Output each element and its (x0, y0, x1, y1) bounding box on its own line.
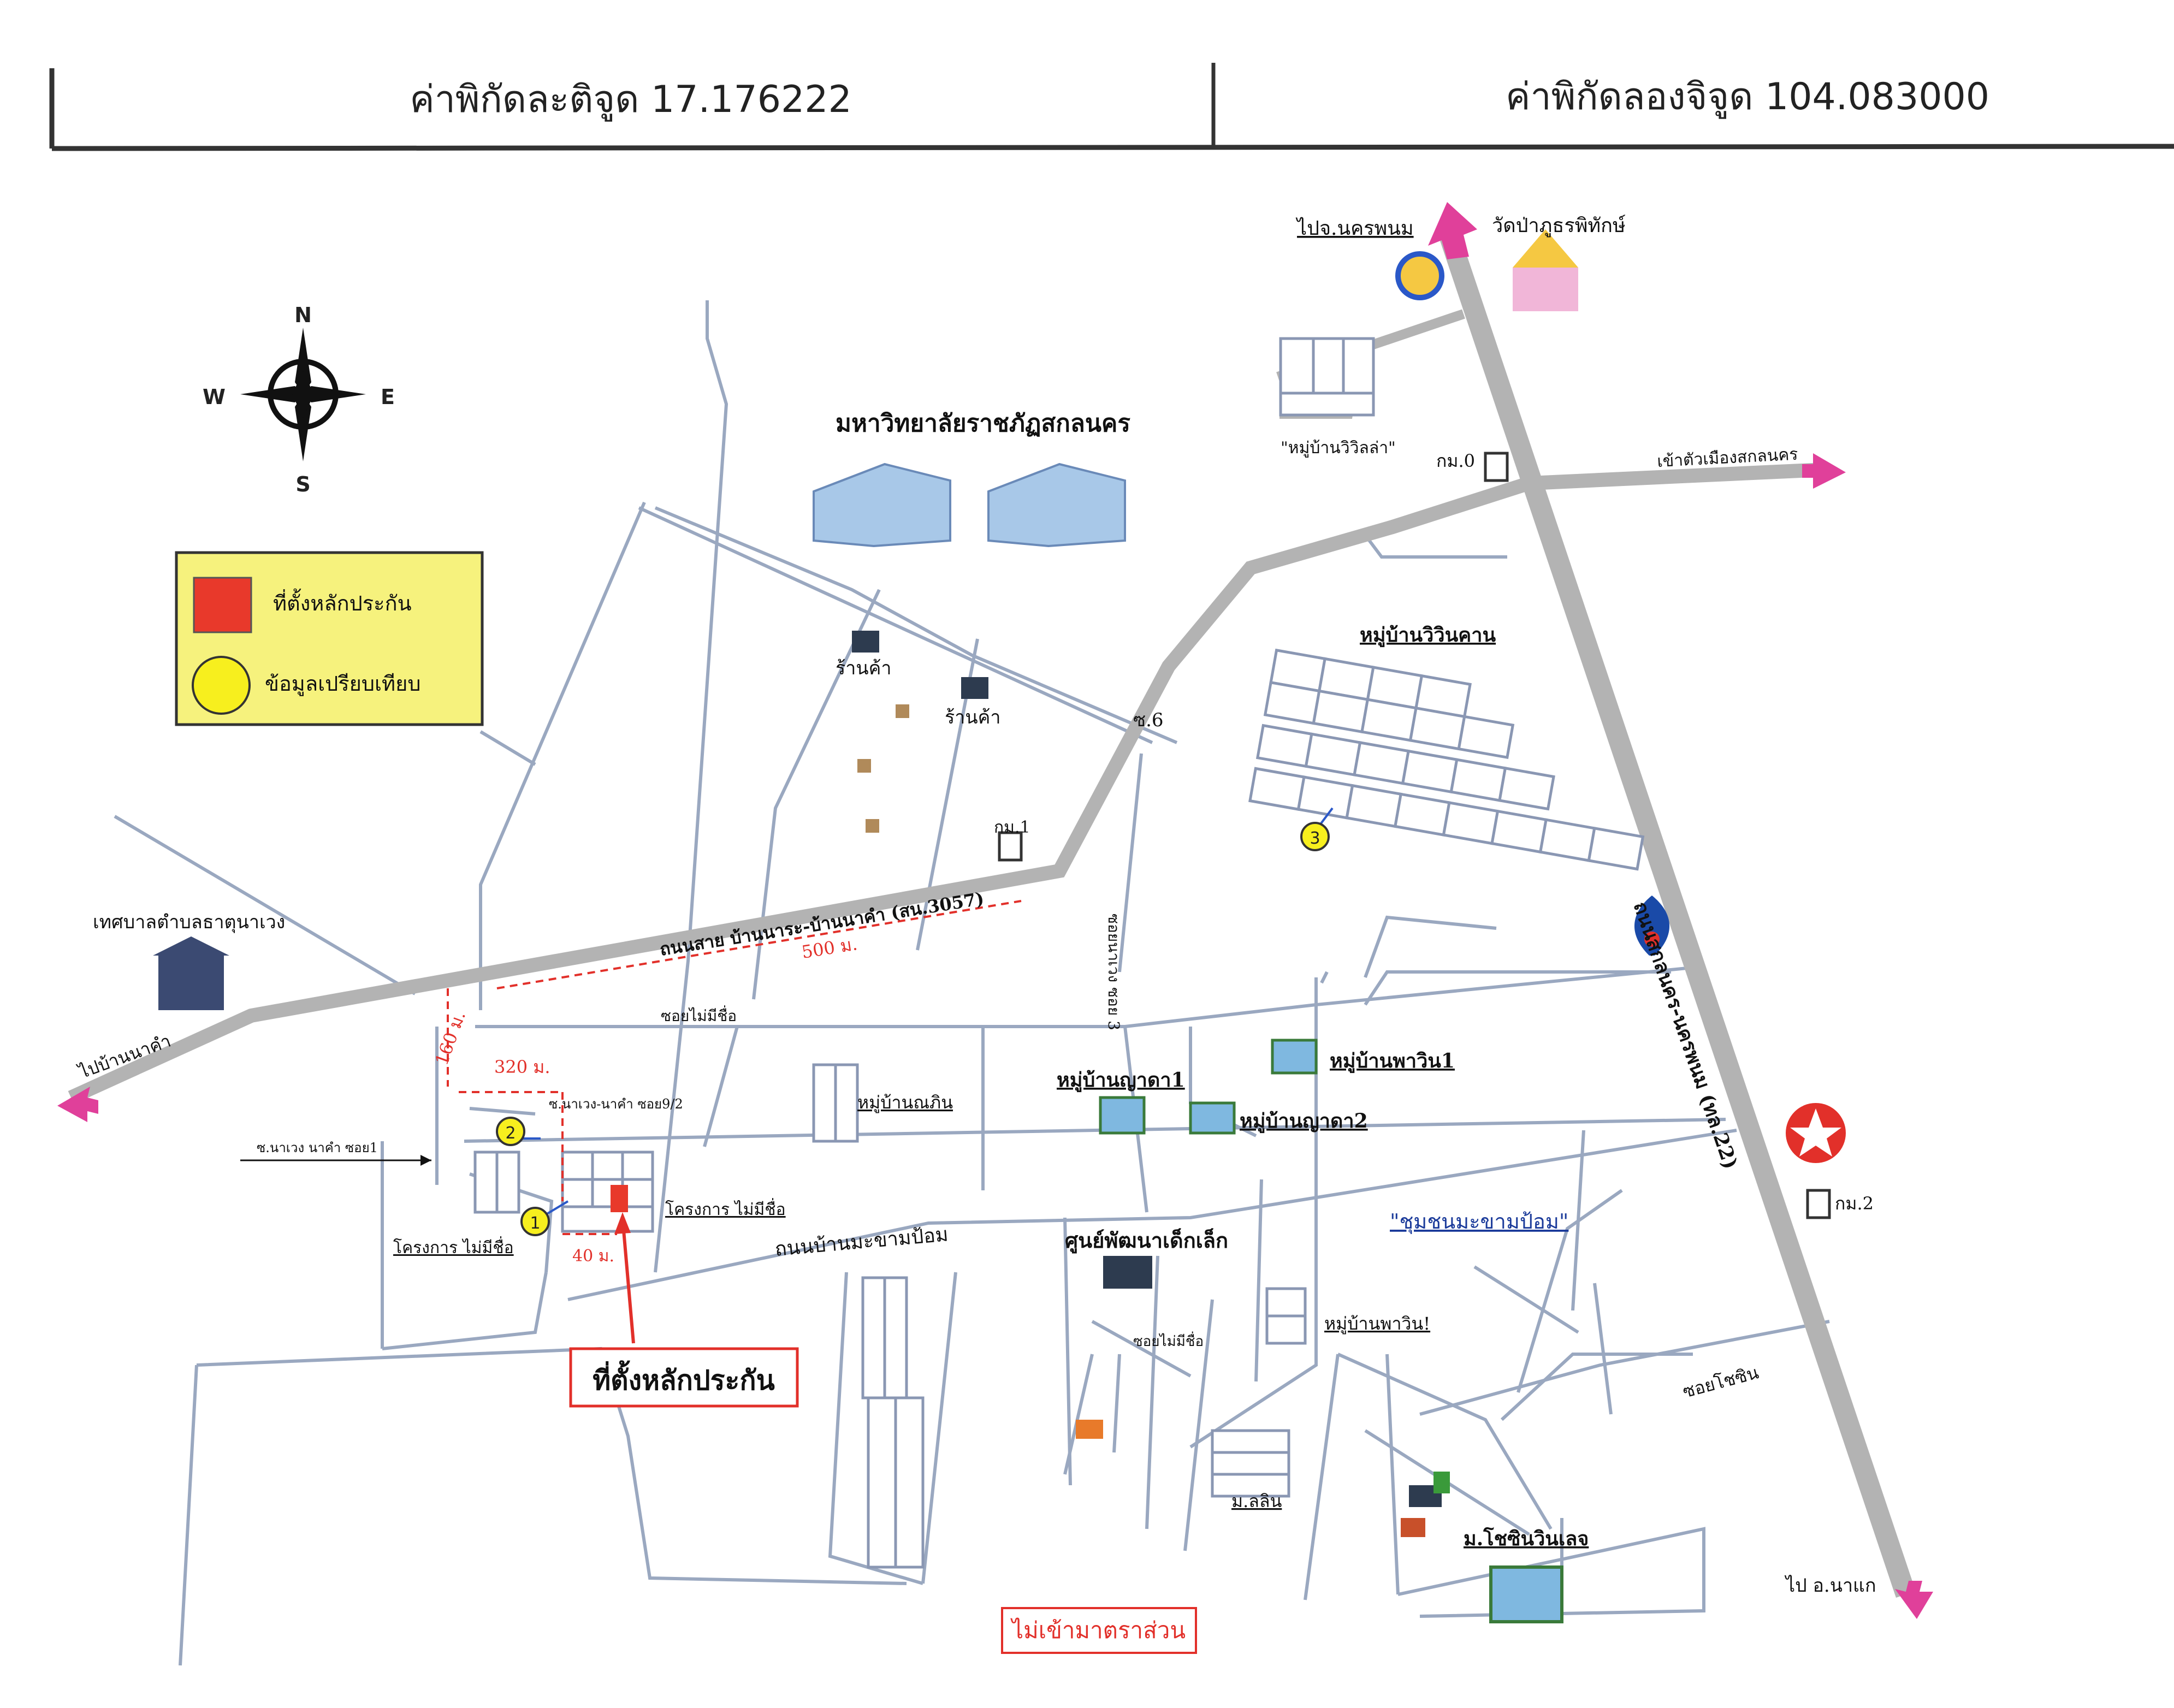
ptt-station-icon (1634, 895, 1670, 956)
ban-phawin1-label: หมู่บ้านพาวิน1 (1330, 1049, 1455, 1074)
project-no-name2-label: โครงการ ไม่มีชื่อ (393, 1236, 514, 1258)
soi-chosin-label: ซอยโชซิน (1680, 1362, 1761, 1402)
soi3-label: ซอยนาเวง ซอย 3 (1105, 914, 1123, 1030)
m-lin-label: ม.ลลิน (1231, 1491, 1282, 1511)
villa-village-label: "หมู่บ้านวิวิลล่า" (1281, 438, 1396, 458)
km2-label: กม.2 (1835, 1193, 1874, 1214)
housing-blocks (473, 337, 1645, 1569)
house-ban-phawin1-icon (1271, 1039, 1318, 1075)
dist-320-label: 320 ม. (494, 1057, 550, 1077)
collateral-callout-label: ที่ตั้งหลักประกัน (593, 1360, 775, 1396)
longitude-label: ค่าพิกัดลองจิจูด 104.083000 (1506, 75, 1989, 119)
dimension-lines (447, 807, 1334, 1344)
road-arrows (57, 202, 1933, 1619)
dist-40-label: 40 ม. (572, 1247, 614, 1266)
soi-na-weang-1-label: ซ.นาเวง-นาคำ ซอย9/2 (549, 1096, 683, 1112)
compass-e-label: E (381, 385, 395, 409)
arrow-to-na-kae-icon (1895, 1581, 1933, 1619)
comparison-marker-3: 3 (1300, 822, 1330, 851)
house-ban-nakha2-icon (1189, 1101, 1236, 1135)
km0-post-icon (1484, 452, 1509, 482)
collateral-parcel (611, 1185, 628, 1212)
arrow-to-city-icon (1802, 453, 1846, 489)
chosin-village-label: ม.โชซินวินเลจ (1464, 1527, 1589, 1550)
svg-text:3: 3 (1310, 829, 1320, 848)
shop1-label: ร้านค้า (836, 657, 891, 679)
to-na-kae-label: ไป อ.นาแก (1784, 1575, 1876, 1597)
compass-rose-icon: N S E W (203, 303, 395, 496)
municipality-building-icon (153, 936, 229, 1010)
comparison-marker-1: 1 (520, 1207, 550, 1236)
orange-house-icon (1076, 1420, 1103, 1439)
to-nakhon-phanom-label: ไปจ.นครพนม (1295, 217, 1414, 240)
not-to-scale-note: ไม่เข้ามาตราส่วน (1001, 1607, 1197, 1654)
shop2-label: ร้านค้า (945, 707, 1000, 728)
km0-label: กม.0 (1436, 450, 1475, 471)
community-label: "ชุมชนมะขามป้อม" (1390, 1209, 1568, 1234)
km2-post-icon (1806, 1189, 1831, 1219)
child-center-label: ศูนย์พัฒนาเด็กเล็ก (1065, 1228, 1228, 1254)
house-red-icon (1401, 1518, 1425, 1537)
compass-n-label: N (294, 303, 312, 327)
ban-nakha1-label: หมู่บ้านญาดา1 (1057, 1069, 1185, 1093)
place-labels: มหาวิทยาลัยราชภัฏสกลนคร ไปจ.นครพนม วัดป่… (75, 215, 1876, 1597)
header-frame: ค่าพิกัดละติจูด 17.176222 ค่าพิกัดลองจิจ… (49, 63, 2174, 151)
legend-comparison-swatch (192, 656, 251, 715)
shop2-icon (961, 677, 988, 699)
svg-text:2: 2 (505, 1124, 516, 1143)
project-no-name1-label: โครงการ ไม่มีชื่อ (665, 1198, 786, 1219)
shop1-icon (852, 631, 879, 653)
university-label: มหาวิทยาลัยราชภัฏสกลนคร (836, 410, 1130, 437)
child-center-icon (1103, 1256, 1152, 1289)
university-buildings-icon (813, 462, 1126, 548)
svg-text:1: 1 (530, 1214, 540, 1233)
temple-icon (1513, 229, 1578, 311)
caltex-station-icon (1786, 1103, 1846, 1163)
ban-nakin-label: หมู่บ้านณภิน (857, 1092, 953, 1113)
collateral-callout: ที่ตั้งหลักประกัน (569, 1347, 799, 1408)
box-icon-1 (896, 704, 909, 718)
chosin-village-icon (1489, 1565, 1563, 1623)
tree-icon (1433, 1472, 1450, 1493)
arrow-to-nakhon-phanom-icon (1428, 202, 1477, 259)
compass-s-label: S (295, 472, 310, 496)
legend-comparison-label: ข้อมูลเปรียบเทียบ (265, 672, 420, 696)
latitude-label: ค่าพิกัดละติจูด 17.176222 (410, 78, 852, 122)
legend-collateral-label: ที่ตั้งหลักประกัน (273, 588, 412, 615)
soi-na-weang-2-label: ซ.นาเวง นาคำ ซอย1 (257, 1140, 378, 1155)
soi-no-name2-label: ซอยไม่มีชื่อ (1133, 1331, 1204, 1350)
house-ban-nakha1-icon (1099, 1096, 1146, 1135)
legend-collateral-swatch (193, 577, 252, 633)
municipality-label: เทศบาลตำบลธาตุนาเวง (93, 911, 285, 933)
soi-no-name-label: ซอยไม่มีชื่อ (661, 1005, 737, 1025)
comparison-marker-2: 2 (496, 1117, 525, 1146)
legend: ที่ตั้งหลักประกัน ข้อมูลเปรียบเทียบ (175, 551, 484, 726)
road-makham-label: ถนนบ้านมะขามป้อม (774, 1223, 949, 1261)
seal-icon (1395, 251, 1444, 300)
soi6-label: ซ.6 (1133, 709, 1164, 731)
box-icon-3 (866, 819, 879, 833)
ban-phawin-label: หมู่บ้านพาวิน! (1324, 1313, 1430, 1335)
not-to-scale-label: ไม่เข้ามาตราส่วน (1010, 1617, 1186, 1644)
viewwinkan-label: หมู่บ้านวิวินคาน (1360, 624, 1496, 648)
arrow-to-ban-na-kham-icon (57, 1087, 98, 1122)
temple-label: วัดป่าภูธรพิทักษ์ (1492, 215, 1626, 238)
minor-roads (114, 300, 1830, 1666)
compass-w-label: W (203, 385, 226, 409)
km1-label: กม.1 (994, 818, 1030, 837)
ban-nakha2-label: หมู่บ้านญาดา2 (1240, 1110, 1368, 1134)
box-icon-2 (857, 759, 871, 773)
dist-500-label: 500 ม. (800, 933, 858, 963)
km1-post-icon (998, 831, 1023, 862)
